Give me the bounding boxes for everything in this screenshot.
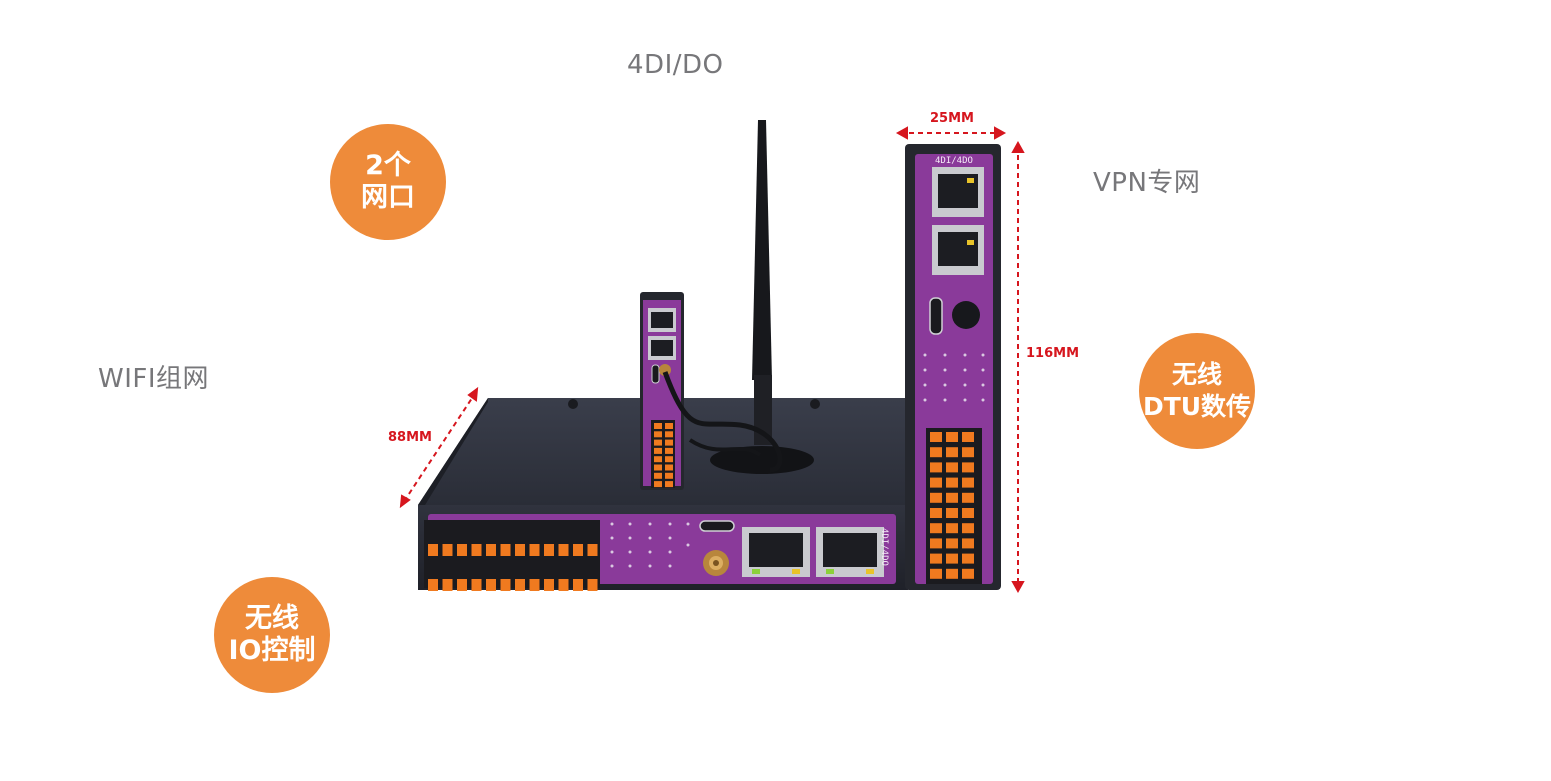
terminal-pin: [962, 447, 974, 458]
terminal-pin: [654, 431, 662, 438]
panel-label-front: 4DI/4DO: [879, 528, 889, 566]
terminal-pin: [587, 579, 598, 591]
terminal-pin: [930, 568, 942, 579]
terminal-pin: [962, 538, 974, 549]
terminal-pin: [665, 481, 673, 488]
terminal-pin: [962, 492, 974, 503]
terminal-pin: [946, 492, 958, 503]
terminal-pin: [962, 568, 974, 579]
terminal-pin: [946, 538, 958, 549]
terminal-pin: [654, 456, 662, 463]
terminal-pin: [654, 464, 662, 471]
badge-ports-line2: 网口: [361, 182, 415, 213]
terminal-pin: [587, 544, 598, 556]
antenna: [662, 120, 814, 474]
terminal-pin: [930, 477, 942, 488]
terminal-pin: [457, 579, 467, 591]
terminal-pin: [428, 579, 438, 591]
terminal-pin: [573, 544, 583, 556]
terminal-pin: [946, 553, 958, 564]
terminal-pin: [442, 544, 453, 556]
terminal-pin: [946, 432, 958, 442]
terminal-pin: [962, 553, 974, 564]
terminal-pin: [558, 544, 569, 556]
badge-dtu: 无线 DTU数传: [1139, 333, 1255, 449]
terminal-pin: [665, 423, 673, 429]
terminal-pin: [946, 447, 958, 458]
terminal-pin: [471, 544, 482, 556]
terminal-pin: [930, 447, 942, 458]
terminal-pin: [930, 523, 942, 534]
terminal-pin: [457, 544, 467, 556]
terminal-pin: [515, 579, 525, 591]
small-device: [640, 292, 684, 490]
terminal-pin: [946, 568, 958, 579]
terminal-pin: [962, 508, 974, 518]
terminal-pin: [471, 579, 482, 591]
terminal-pin: [962, 477, 974, 488]
terminal-pin: [558, 579, 569, 591]
terminal-block-tall: [930, 432, 974, 579]
terminal-pin: [962, 462, 974, 473]
terminal-pin: [930, 538, 942, 549]
terminal-pin: [946, 462, 958, 473]
terminal-pin: [544, 544, 554, 556]
terminal-pin: [665, 447, 673, 454]
badge-io-line2: IO控制: [228, 635, 316, 666]
terminal-pin: [962, 432, 974, 442]
terminal-pin: [946, 477, 958, 488]
terminal-pin: [665, 472, 673, 479]
terminal-pin: [654, 439, 662, 446]
terminal-pin: [962, 523, 974, 534]
large-enclosure: [418, 398, 908, 591]
badge-ports: 2个 网口: [330, 124, 446, 240]
terminal-pin: [486, 544, 496, 556]
dimension-depth: 88MM: [388, 430, 432, 445]
terminal-pin: [930, 508, 942, 518]
terminal-pin: [442, 579, 453, 591]
terminal-pin: [500, 544, 511, 556]
terminal-pin: [665, 431, 673, 438]
terminal-pin: [544, 579, 554, 591]
terminal-pin: [500, 579, 511, 591]
terminal-pin: [529, 579, 540, 591]
badge-io: 无线 IO控制: [214, 577, 330, 693]
terminal-pin: [930, 432, 942, 442]
terminal-pin: [573, 579, 583, 591]
terminal-pin: [930, 492, 942, 503]
badge-io-line1: 无线: [245, 603, 299, 634]
terminal-pin: [665, 439, 673, 446]
terminal-block-front: [428, 544, 598, 591]
terminal-pin: [428, 544, 438, 556]
dimension-height: 116MM: [1026, 346, 1080, 361]
terminal-block-small: [654, 423, 673, 488]
terminal-pin: [654, 447, 662, 454]
feature-wifi: WIFI组网: [98, 364, 209, 394]
terminal-pin: [930, 462, 942, 473]
model-title: 4DI/DO: [627, 50, 724, 80]
tall-device: [905, 144, 1001, 590]
feature-vpn: VPN专网: [1093, 168, 1201, 198]
terminal-pin: [515, 544, 525, 556]
terminal-pin: [665, 456, 673, 463]
terminal-pin: [930, 553, 942, 564]
terminal-pin: [486, 579, 496, 591]
terminal-pin: [654, 472, 662, 479]
badge-ports-line1: 2个: [365, 150, 411, 181]
badge-dtu-line1: 无线: [1171, 360, 1222, 389]
terminal-pin: [946, 523, 958, 534]
badge-dtu-line2: DTU数传: [1142, 392, 1252, 421]
terminal-pin: [529, 544, 540, 556]
terminal-pin: [665, 464, 673, 471]
terminal-pin: [946, 508, 958, 518]
dimension-lines: [399, 126, 1025, 594]
terminal-pin: [654, 481, 662, 488]
panel-label-tall: 4DI/4DO: [935, 156, 973, 166]
dimension-width: 25MM: [930, 111, 974, 126]
terminal-pin: [654, 423, 662, 429]
